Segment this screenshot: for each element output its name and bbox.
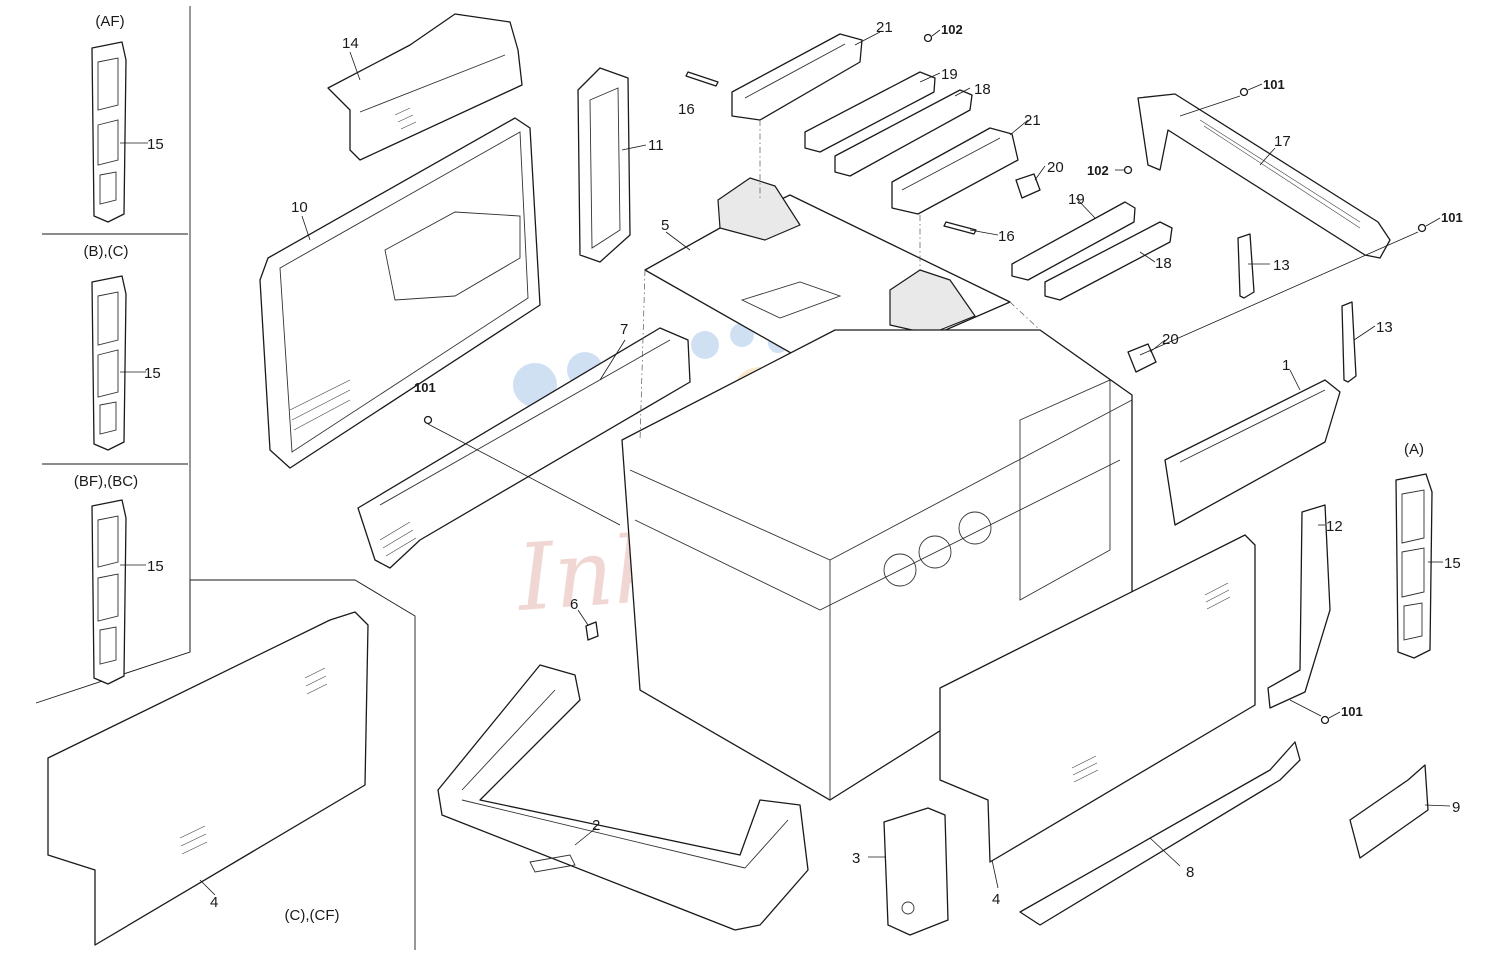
callout-15: 15: [147, 558, 164, 575]
callout-13: 13: [1376, 319, 1393, 336]
part-15-bc: [91, 275, 127, 451]
callout-16: 16: [998, 228, 1015, 245]
part-15-af: [91, 41, 127, 223]
callout-2: 2: [592, 817, 600, 834]
part-18-upper-rail: [834, 89, 973, 177]
callout-18: 18: [974, 81, 991, 98]
part-17-top-rail: [1137, 93, 1391, 259]
leader-lines: [120, 29, 1451, 896]
variant-label-c-cf: (C),(CF): [285, 907, 340, 924]
part-19-lower-rail: [1011, 201, 1136, 281]
callout-15: 15: [144, 365, 161, 382]
callout-102: 102: [941, 22, 963, 37]
part-8-lower-rail: [1019, 741, 1301, 926]
callout-18: 18: [1155, 255, 1172, 272]
part-15-bfbc: [91, 499, 127, 685]
callout-21: 21: [1024, 112, 1041, 129]
callout-101: 101: [414, 380, 436, 395]
part-16-upper-spring: [685, 71, 719, 87]
part-7-left-inner-cover: [357, 327, 691, 569]
callout-13: 13: [1273, 257, 1290, 274]
callout-20: 20: [1162, 331, 1179, 348]
variant-labels: (AF) (B),(C) (BF),(BC) (A) (C),(CF): [74, 13, 1424, 924]
callout-16: 16: [678, 101, 695, 118]
part-15-a: [1395, 473, 1433, 659]
callout-102: 102: [1087, 163, 1109, 178]
part-20-lower-latch: [1127, 343, 1157, 373]
callout-21: 21: [876, 19, 893, 36]
part-10-frame-cover: [259, 117, 541, 469]
callout-19: 19: [1068, 191, 1085, 208]
callout-3: 3: [852, 850, 860, 867]
callout-15: 15: [1444, 555, 1461, 572]
callout-8: 8: [1186, 864, 1194, 881]
part-18-lower-rail: [1044, 221, 1173, 301]
part-12-right-rear-stay: [1267, 504, 1331, 709]
part-6-clip: [585, 621, 599, 641]
variant-label-af: (AF): [95, 13, 124, 30]
callout-1: 1: [1282, 357, 1290, 374]
variant-frame: [35, 6, 416, 950]
callout-12: 12: [1326, 518, 1343, 535]
part-19-upper-rail: [804, 71, 936, 153]
callout-9: 9: [1452, 799, 1460, 816]
callout-101: 101: [1341, 704, 1363, 719]
callout-5: 5: [661, 217, 669, 234]
part-16-lower-spring: [943, 221, 977, 235]
callout-4: 4: [210, 894, 218, 911]
variant-label-b-c: (B),(C): [84, 243, 129, 260]
callout-7: 7: [620, 321, 628, 338]
part-1-right-upper-cover: [1164, 379, 1341, 526]
part-2-front-frame: [437, 664, 809, 931]
variant-label-a: (A): [1404, 441, 1424, 458]
callout-10: 10: [291, 199, 308, 216]
callout-labels: 15 15 15 15 14 10 11 5 7 21 102 19 18 16…: [144, 19, 1463, 911]
callout-6: 6: [570, 596, 578, 613]
callout-20: 20: [1047, 159, 1064, 176]
callout-4: 4: [992, 891, 1000, 908]
callout-19: 19: [941, 66, 958, 83]
part-21-lower-bracket: [891, 127, 1019, 215]
screws: [423, 33, 1427, 725]
callout-11: 11: [648, 137, 664, 154]
part-4-right-side-cover: [939, 534, 1256, 863]
callout-14: 14: [342, 35, 359, 52]
part-11-rear-rail: [577, 67, 631, 263]
part-14-top-cover: [327, 13, 523, 161]
part-4-left-side-cover: [47, 611, 369, 946]
part-13-hook-upper: [1237, 233, 1255, 299]
part-21-upper-bracket: [731, 33, 863, 121]
part-20-upper-latch: [1015, 173, 1041, 199]
callout-101: 101: [1441, 210, 1463, 225]
callout-101: 101: [1263, 77, 1285, 92]
part-13-hook-lower: [1341, 301, 1357, 383]
variant-label-bf-bc: (BF),(BC): [74, 473, 138, 490]
part-3-front-cover: [883, 807, 949, 936]
part-9-small-cover: [1349, 764, 1429, 859]
callout-17: 17: [1274, 133, 1291, 150]
callout-15: 15: [147, 136, 164, 153]
